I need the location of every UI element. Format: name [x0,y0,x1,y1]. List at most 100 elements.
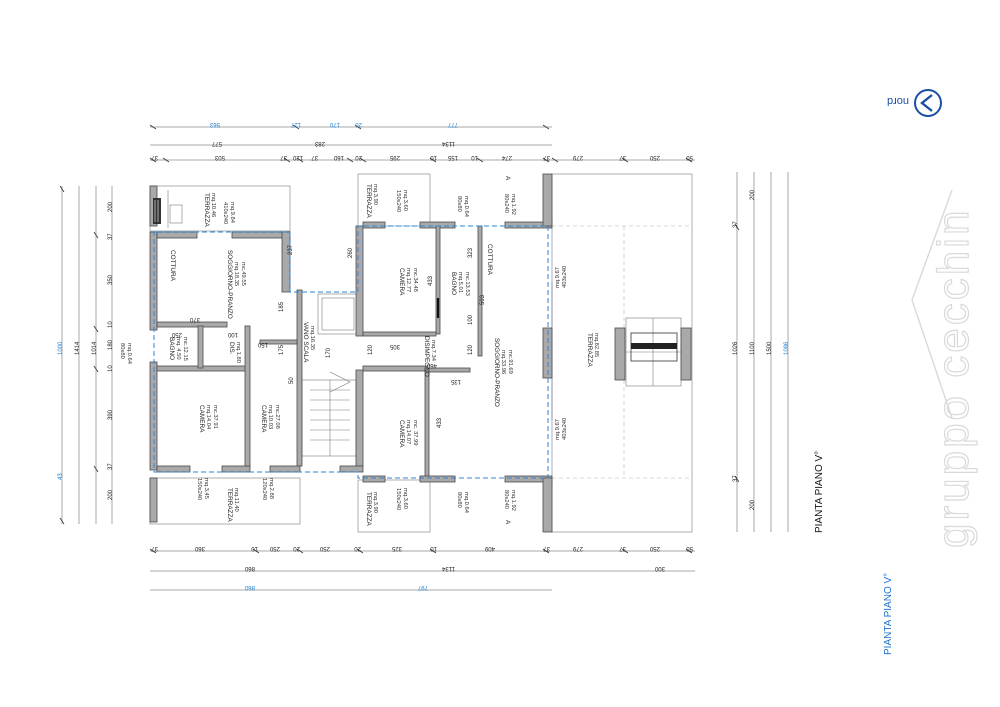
area-terrazza-nc: mq.3.90 [372,184,378,205]
inner-dim-7: 175 [279,344,285,355]
inner-dim-13: 135 [450,378,461,384]
dim-left2-0: 200 [108,201,114,212]
size-window-nc: 150x240 [395,190,401,212]
label-vano-scala: VANO SCALA [302,322,309,363]
dim-left2-7: 37 [108,463,114,470]
inner-dim-15: 593 [480,294,486,305]
inner-dim-1: 260 [348,247,354,258]
area-soggiorno-w: mq.18.35 [233,262,239,286]
fixtures [153,198,678,362]
size-window-w: 80x80 [119,343,125,359]
inner-dim-6: 150 [257,341,268,347]
size-window-se: 80x240 [503,490,509,509]
dim-right1-1: 1100 [750,341,756,355]
dim-bot1-6: 20 [354,545,361,551]
inner-dim-14: 120 [468,344,474,355]
brand-text: gruppo cecchin [929,208,978,548]
section-mark-a: A [504,176,511,181]
area-window-nc: mq.3.60 [402,190,408,211]
label-terrazza-sw: TERRAZZA [226,488,233,522]
dim-top2-7: 295 [389,154,400,160]
dim-left-blue-1: 43 [58,473,64,480]
dim-bot1-9: 409 [484,545,495,551]
dim-right-blue-0: 1086 [784,341,790,355]
label-cottura-e: COTTURA [486,244,493,276]
room-labels: TERRAZZA mq.10.46 410x240 mq.9.84 COTTUR… [119,176,599,526]
dim-top2-4: 37 [311,154,318,160]
size-window-sw1: 150x240 [196,478,202,500]
dim-left2-6: 390 [108,409,114,420]
extra-soggiorno-w: mc.49.55 [240,262,246,286]
dim-right1-2: 1500 [767,341,773,355]
dim-left-blue-0: 1000 [58,341,64,355]
label-camera-sw1: CAMERA [198,405,205,433]
area-window-sb: mq.0.64 [463,492,469,514]
dim-top2-1: 503 [214,154,225,160]
inner-dim-2: 370 [189,316,200,322]
size-window-e1: 403x240 [562,266,568,288]
dim-bot1-1: 360 [194,545,205,551]
area-window-se: mq.1.92 [510,490,516,511]
area-terrazza-sc: mq.3.90 [372,492,378,513]
dim-left2-5: 10 [108,365,114,372]
inner-dim-11: 120 [368,344,374,355]
label-bagno-c: BAGNO [450,272,457,295]
size-window-nw: 410x240 [222,202,228,224]
dim-top2-0: 37 [151,154,158,160]
dim-top2-10: 10 [471,154,478,160]
inner-dim-12: 460 [426,362,437,368]
dim-left2-1: 37 [108,233,114,240]
label-terrazza-nc: TERRAZZA [365,184,372,218]
extra-soggiorno-e: mc.91.69 [507,350,513,374]
inner-dimension-texts: 237 260 370 185 250 100 150 175 50 170 3… [171,244,486,428]
label-dis-w: DIS. [228,342,235,355]
dim-left2-4: 180 [108,339,114,350]
dim-top1-0: 577 [211,140,222,146]
dim-bot-blue-1: 797 [417,584,428,590]
dim-bot1-7: 325 [391,545,402,551]
area-camera-sw1: mq.14.04 [205,405,211,430]
dim-top2-9: 155 [447,154,458,160]
area-terrazza-e: mq.82.85 [593,333,599,357]
inner-dim-18: 100 [468,314,474,325]
area-camera-sw2: mq.10.03 [267,405,273,429]
dim-left1-1: 1014 [92,341,98,355]
dim-bot1-2: 10 [251,545,258,551]
area-vano-scala: mq.16.35 [309,326,315,350]
dim-bot1-5: 250 [319,545,330,551]
dim-bot1-4: 20 [293,545,300,551]
dim-bot-blue-0: 860 [244,584,255,590]
area-window-sw1: mq.3.45 [203,478,209,499]
dim-top1-2: 1134 [441,140,455,146]
dim-top2-13: 279 [572,154,583,160]
dim-bot1-8: 10 [430,545,437,551]
size-window-nb: 80x80 [456,196,462,212]
dim-top2-16: 50 [686,154,693,160]
size-window-sb: 80x80 [456,492,462,508]
radiator-icon [153,198,161,224]
plan-caption: PIANTA PIANO V° [883,573,894,655]
dim-top2-11: 274 [501,154,512,160]
extra-camera-sw2: mc.27.08 [274,405,280,429]
dim-top2-5: 160 [333,154,344,160]
section-mark-a2: A [504,520,511,525]
brand-roof-icon [911,189,953,419]
area-window-nb: mq.0.64 [463,196,469,218]
area-bagno-c: mq.5.01 [457,272,463,293]
dim-top-blue-0: 563 [209,121,220,127]
dim-left2-2: 350 [108,274,114,285]
dim-top2-3: 120 [292,154,303,160]
area-camera-sc: mq.14.07 [405,420,411,444]
label-soggiorno-e: SOGGIORNO-PRANZO [493,338,500,407]
dim-left2-8: 200 [108,489,114,500]
dim-bot1-12: 37 [619,545,626,551]
area-window-sc: mq.3.60 [402,488,408,509]
extra-camera-sw1: mc.37.91 [212,405,218,429]
north-marker[interactable]: nord [887,89,942,117]
area-window-e1: mq.9.67 [555,267,561,288]
extra-bagno-c: mc.13.53 [464,272,470,296]
dim-top-blue-2: 170 [329,121,340,127]
dim-top2-12: 37 [543,154,550,160]
dim-top2-14: 37 [619,154,626,160]
